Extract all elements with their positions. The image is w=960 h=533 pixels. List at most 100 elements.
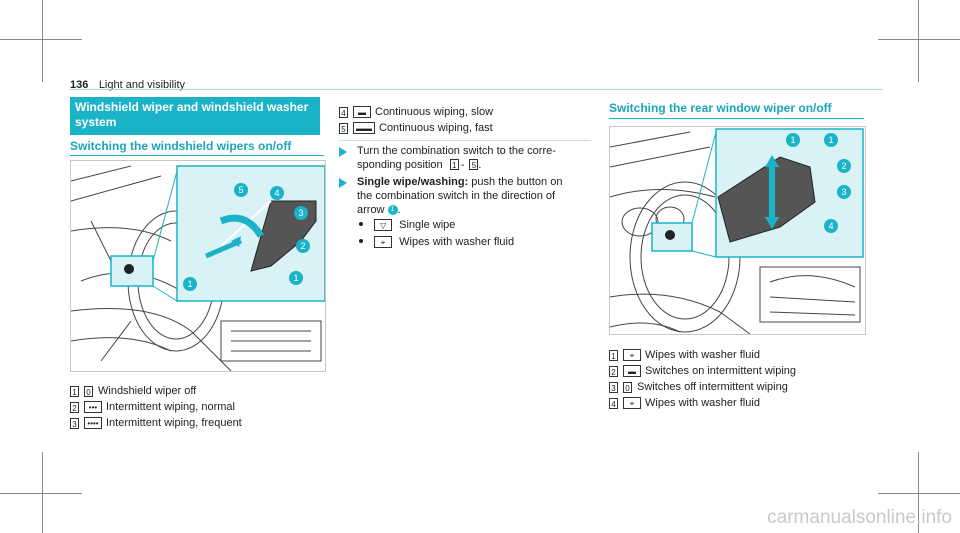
legend-text: Wipes with washer fluid [645, 349, 760, 361]
legend-key: 2 [70, 401, 79, 413]
step-2: Single wipe/washing: push the button on … [357, 175, 597, 217]
legend-item: 5 ▬▬ Continuous wiping, fast [339, 120, 493, 136]
section-title: Windshield wiper and windshield washer s… [70, 97, 320, 135]
subheading-rule [70, 155, 324, 156]
crop-mark [0, 39, 82, 40]
legend-key: 3 [609, 381, 618, 393]
range-tail: . [478, 159, 482, 171]
single-wipe-icon: ▽ [374, 219, 393, 231]
legend-text: Wipes with washer fluid [645, 397, 760, 409]
range-end-key: 5 [469, 159, 479, 170]
callout-2: 2 [296, 239, 310, 253]
bullet-item: ▽ Single wipe [357, 217, 514, 234]
legend-key: 3 [70, 417, 79, 429]
washer-fluid-icon: ⌖ [374, 236, 393, 248]
step-1-line2-text: sponding position [357, 159, 443, 171]
legend-text: Intermittent wiping, normal [106, 401, 235, 413]
callout-1: 1 [824, 133, 838, 147]
step-1-line2: sponding position 1- 5. [357, 158, 597, 172]
right-legend: 1 ⌖ Wipes with washer fluid 2 ▬ Switches… [609, 347, 796, 411]
legend-key: 1 [70, 385, 79, 397]
callout-3: 3 [837, 185, 851, 199]
callout-4: 4 [270, 186, 284, 200]
step-arrow-icon [339, 178, 347, 188]
legend-key: 5 [339, 122, 348, 134]
step-1-line1: Turn the combination switch to the corre… [357, 145, 556, 157]
legend-text: Switches off intermittent wiping [637, 381, 788, 393]
bullet-dot [359, 222, 363, 227]
callout-1: 1 [289, 271, 303, 285]
step-2-text: push the button on [468, 176, 563, 188]
legend-key: 4 [339, 106, 348, 118]
subheading-rear-wiper: Switching the rear window wiper on/off [609, 101, 832, 115]
arrow-ref-badge: 1 [387, 205, 398, 216]
page-header-title: Light and visibility [98, 79, 186, 91]
step-2-line3-text: arrow [357, 204, 385, 216]
bullet-dot [359, 239, 363, 244]
legend-key: 4 [609, 397, 618, 409]
legend-symbol: ⌖ [623, 397, 641, 409]
legend-symbol: ▬ [353, 106, 371, 118]
header-rule [70, 89, 882, 90]
step-arrow-icon [339, 147, 347, 157]
left-legend: 1 0 Windshield wiper off 2 ••• Intermitt… [70, 383, 242, 431]
crop-mark [878, 39, 960, 40]
crop-mark [42, 452, 43, 533]
bullet-item: ⌖ Wipes with washer fluid [357, 234, 514, 251]
step-1: Turn the combination switch to the corre… [357, 144, 597, 172]
legend-item: 4 ▬ Continuous wiping, slow [339, 104, 493, 120]
divider [339, 140, 591, 141]
crop-mark [0, 493, 82, 494]
legend-item: 2 ▬ Switches on intermittent wiping [609, 363, 796, 379]
legend-symbol: •••• [84, 417, 102, 429]
dashboard-illustration [71, 165, 325, 371]
legend-item: 3 •••• Intermittent wiping, frequent [70, 415, 242, 431]
watermark: carmanualsonline.info [767, 507, 952, 528]
subheading-windshield: Switching the windshield wipers on/off [70, 139, 292, 153]
crop-mark [918, 0, 919, 82]
callout-3: 3 [294, 206, 308, 220]
legend-symbol: ▬ [623, 365, 641, 377]
callout-4: 4 [824, 219, 838, 233]
legend-symbol: 0 [84, 385, 93, 397]
range-start-key: 1 [449, 159, 459, 170]
range-separator: - [460, 159, 465, 171]
callout-arrow-1: 1 [183, 277, 197, 291]
legend-symbol: ⌖ [623, 349, 641, 361]
middle-legend: 4 ▬ Continuous wiping, slow 5 ▬▬ Continu… [339, 104, 493, 136]
step-2-line2: the combination switch in the direction … [357, 190, 556, 202]
legend-item: 4 ⌖ Wipes with washer fluid [609, 395, 796, 411]
step-2-tail: . [397, 204, 401, 216]
legend-text: Continuous wiping, fast [379, 122, 493, 134]
legend-item: 1 0 Windshield wiper off [70, 383, 242, 399]
bullet-text: Wipes with washer fluid [399, 236, 515, 248]
legend-text: Switches on intermittent wiping [645, 365, 797, 377]
callout-2: 2 [837, 159, 851, 173]
legend-item: 2 ••• Intermittent wiping, normal [70, 399, 242, 415]
windshield-wiper-figure: 5 4 3 2 1 1 [70, 160, 326, 372]
legend-key: 2 [609, 365, 618, 377]
step-2-line1: Single wipe/washing: push the button on [357, 175, 597, 189]
legend-symbol: ••• [84, 401, 102, 413]
step-2-bold: Single wipe/washing: [357, 176, 469, 188]
legend-item: 3 0 Switches off intermittent wiping [609, 379, 796, 395]
running-header: 136 Light and visibility [70, 75, 185, 93]
legend-text: Continuous wiping, slow [375, 106, 494, 118]
callout-5: 5 [234, 183, 248, 197]
legend-symbol: 0 [623, 381, 632, 393]
callout-arrow-1: 1 [786, 133, 800, 147]
step-2-line3: arrow 1. [357, 203, 597, 217]
crop-mark [878, 493, 960, 494]
legend-item: 1 ⌖ Wipes with washer fluid [609, 347, 796, 363]
legend-symbol: ▬▬ [353, 122, 375, 134]
subheading-rule [609, 118, 864, 119]
legend-key: 1 [609, 349, 618, 361]
legend-text: Intermittent wiping, frequent [106, 417, 242, 429]
crop-mark [918, 452, 919, 533]
bullet-text: Single wipe [399, 219, 456, 231]
crop-mark [42, 0, 43, 82]
bullet-list: ▽ Single wipe ⌖ Wipes with washer fluid [357, 217, 514, 251]
rear-wiper-figure: 1 1 2 3 4 [609, 126, 866, 335]
page-number: 136 [70, 79, 89, 91]
legend-text: Windshield wiper off [98, 385, 197, 397]
